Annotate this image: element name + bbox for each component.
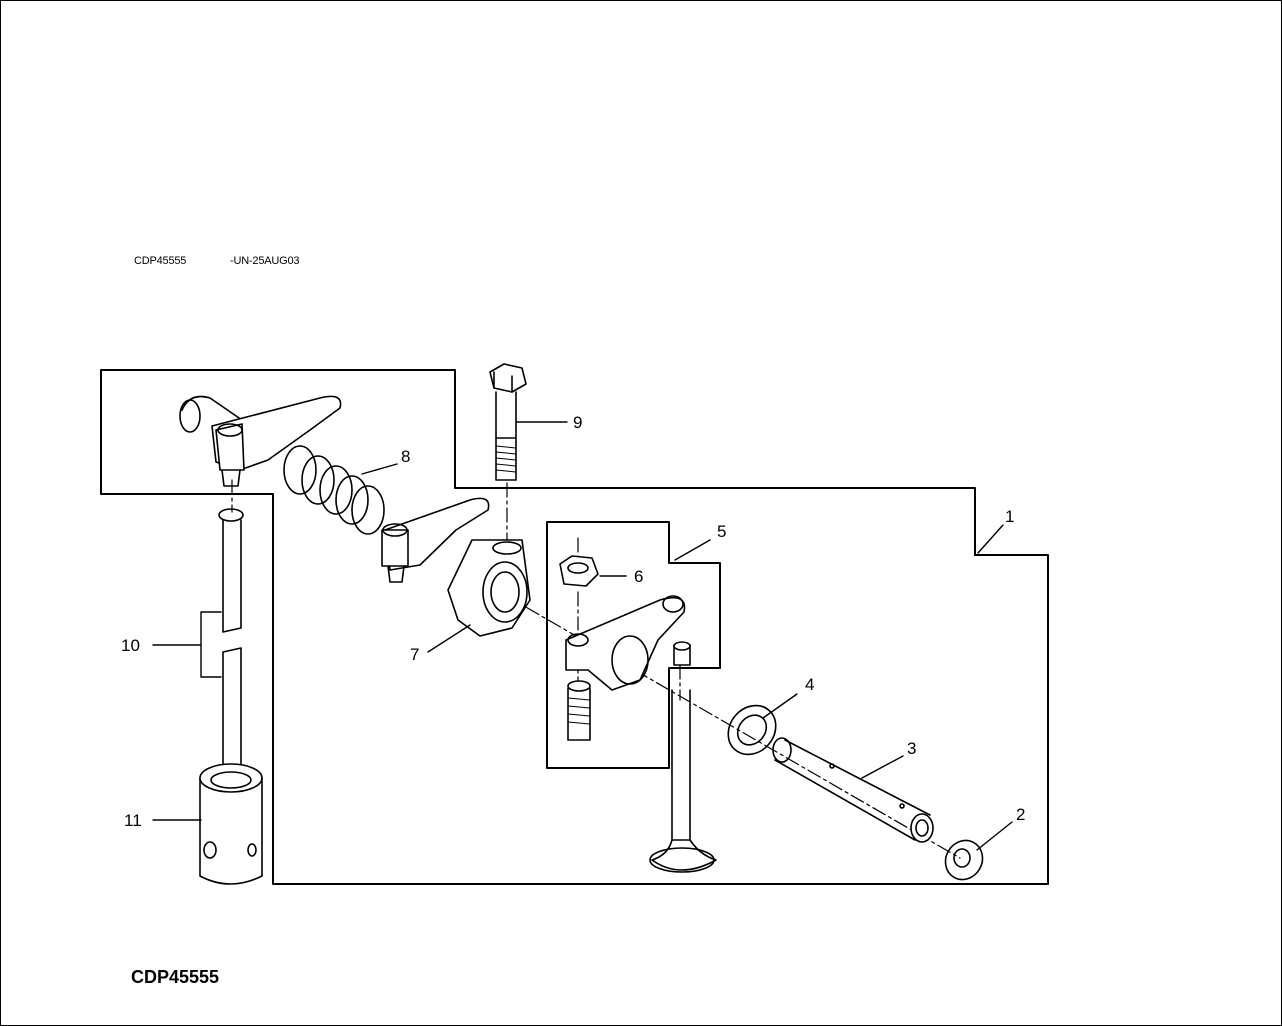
rocker-shaft-part xyxy=(772,737,934,843)
callout-8: 8 xyxy=(401,447,410,466)
subassembly-boundary xyxy=(546,521,721,769)
callout-5: 5 xyxy=(717,522,726,541)
callout-11: 11 xyxy=(124,811,142,830)
cam-follower-part xyxy=(199,763,263,885)
callout-6: 6 xyxy=(634,567,643,586)
header-figure-code: -UN-25AUG03 xyxy=(230,255,300,267)
spring-part xyxy=(283,445,385,535)
rocker-arm-part xyxy=(565,595,691,691)
callout-10: 10 xyxy=(121,636,140,655)
assembly-boundary xyxy=(100,369,1049,885)
callout-3: 3 xyxy=(907,739,916,758)
push-rod-part xyxy=(218,508,244,773)
callout-9: 9 xyxy=(573,413,582,432)
callout-2: 2 xyxy=(1016,805,1025,824)
rocker-arm-middle xyxy=(381,497,490,583)
rocker-support-part xyxy=(447,539,531,637)
washer-part xyxy=(727,704,777,756)
valve-part xyxy=(649,689,717,873)
callout-7: 7 xyxy=(410,645,419,664)
leader-lines xyxy=(152,421,1013,851)
adjusting-screw-part xyxy=(567,680,591,741)
nut-part xyxy=(559,555,599,587)
rocker-arm-left xyxy=(179,395,342,487)
callout-4: 4 xyxy=(805,675,814,694)
header-figure-id: CDP45555 xyxy=(134,255,187,267)
callout-1: 1 xyxy=(1005,507,1014,526)
callout-numbers: 1 2 3 4 5 6 7 8 9 10 11 xyxy=(121,413,1025,830)
plug-part xyxy=(944,839,984,881)
bolt-part xyxy=(489,363,527,481)
footer-figure-id: CDP45555 xyxy=(131,967,220,987)
